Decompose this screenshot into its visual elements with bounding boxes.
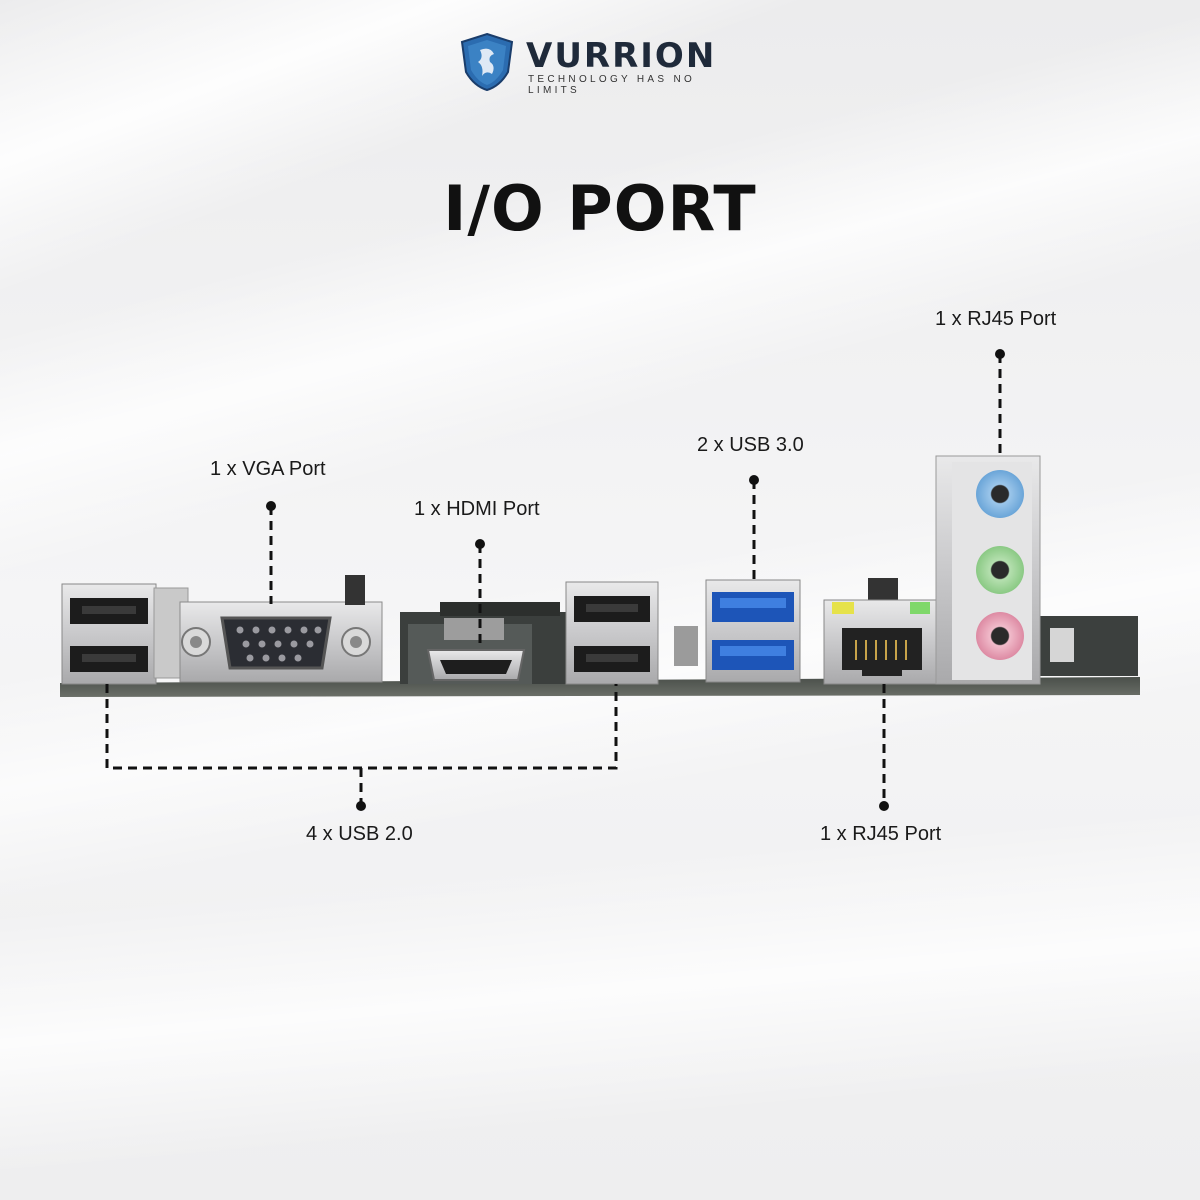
callout-lines (105, 354, 1002, 806)
label-rj45-top: 1 x RJ45 Port (935, 308, 1057, 330)
vga-dot (266, 501, 276, 511)
dragon-shield-icon (460, 32, 514, 92)
usb3-stack (705, 579, 801, 683)
label-rj45-bottom: 1 x RJ45 Port (820, 823, 942, 845)
hdmi-dot (475, 539, 485, 549)
brand-name: VURRION (526, 36, 717, 76)
rj45-bottom-dot (879, 801, 889, 811)
audio-jack-panel (935, 455, 1041, 685)
label-usb3: 2 x USB 3.0 (697, 434, 804, 456)
brand-logo: VURRION TECHNOLOGY HAS NO LIMITS (460, 32, 750, 96)
label-usb2: 4 x USB 2.0 (306, 823, 413, 845)
usb2-stack-left (61, 583, 189, 685)
rj45-top-dot (995, 349, 1005, 359)
hdmi-port (408, 618, 532, 684)
usb2-stack-middle (565, 581, 698, 685)
callout-dots (266, 349, 1005, 811)
brand-tagline: TECHNOLOGY HAS NO LIMITS (528, 74, 696, 96)
audio-jack-green (976, 546, 1024, 594)
page-title: I/O PORT (443, 172, 757, 245)
usb3-dot (749, 475, 759, 485)
label-hdmi-port: 1 x HDMI Port (414, 498, 540, 520)
label-vga-port: 1 x VGA Port (210, 458, 326, 480)
audio-jack-pink (976, 612, 1024, 660)
audio-jack-blue (976, 470, 1024, 518)
rj45-port (823, 578, 939, 685)
vga-port (179, 575, 383, 683)
usb2-dot (356, 801, 366, 811)
